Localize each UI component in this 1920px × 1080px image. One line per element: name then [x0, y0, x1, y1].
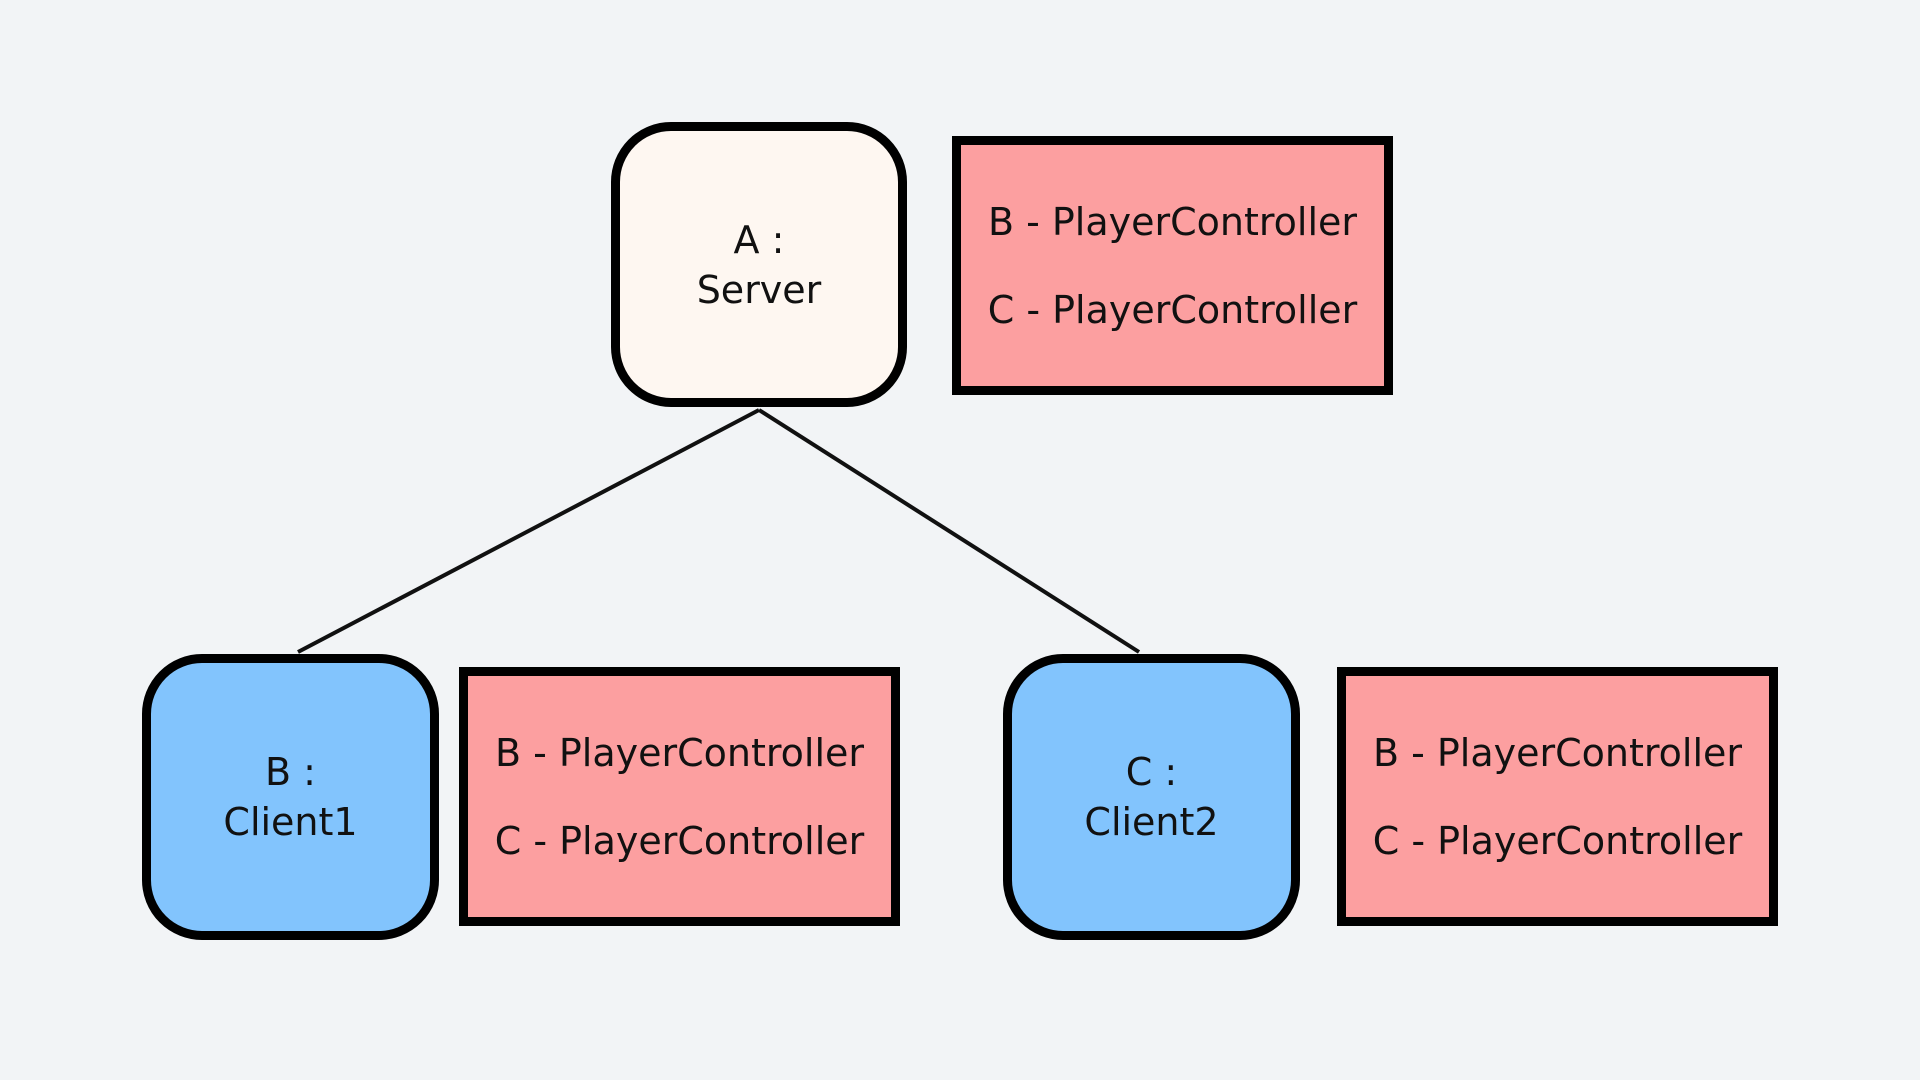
server-panel-line-c: C - PlayerController — [987, 287, 1358, 332]
server-node-label: Server — [696, 267, 822, 312]
client2-panel-line-b: B - PlayerController — [1372, 730, 1743, 775]
client2-node: C : Client2 — [1003, 654, 1300, 940]
client1-node-label: Client1 — [223, 800, 358, 844]
server-controllers-panel: B - PlayerController C - PlayerControlle… — [952, 136, 1393, 395]
client2-node-id: C : — [1125, 750, 1178, 794]
client2-controllers-panel: B - PlayerController C - PlayerControlle… — [1337, 667, 1778, 926]
client1-panel-line-c: C - PlayerController — [494, 818, 865, 863]
client1-panel-line-b: B - PlayerController — [494, 730, 865, 775]
server-to-client1-connector — [297, 408, 760, 654]
client1-controllers-panel: B - PlayerController C - PlayerControlle… — [459, 667, 900, 926]
client1-node: B : Client1 — [142, 654, 439, 940]
client2-panel-line-c: C - PlayerController — [1372, 818, 1743, 863]
server-node-id: A : — [733, 217, 785, 262]
server-to-client2-connector — [757, 408, 1141, 654]
server-panel-line-b: B - PlayerController — [987, 199, 1358, 244]
client1-node-id: B : — [265, 750, 316, 794]
client2-node-label: Client2 — [1084, 800, 1219, 844]
server-node: A : Server — [611, 122, 907, 407]
